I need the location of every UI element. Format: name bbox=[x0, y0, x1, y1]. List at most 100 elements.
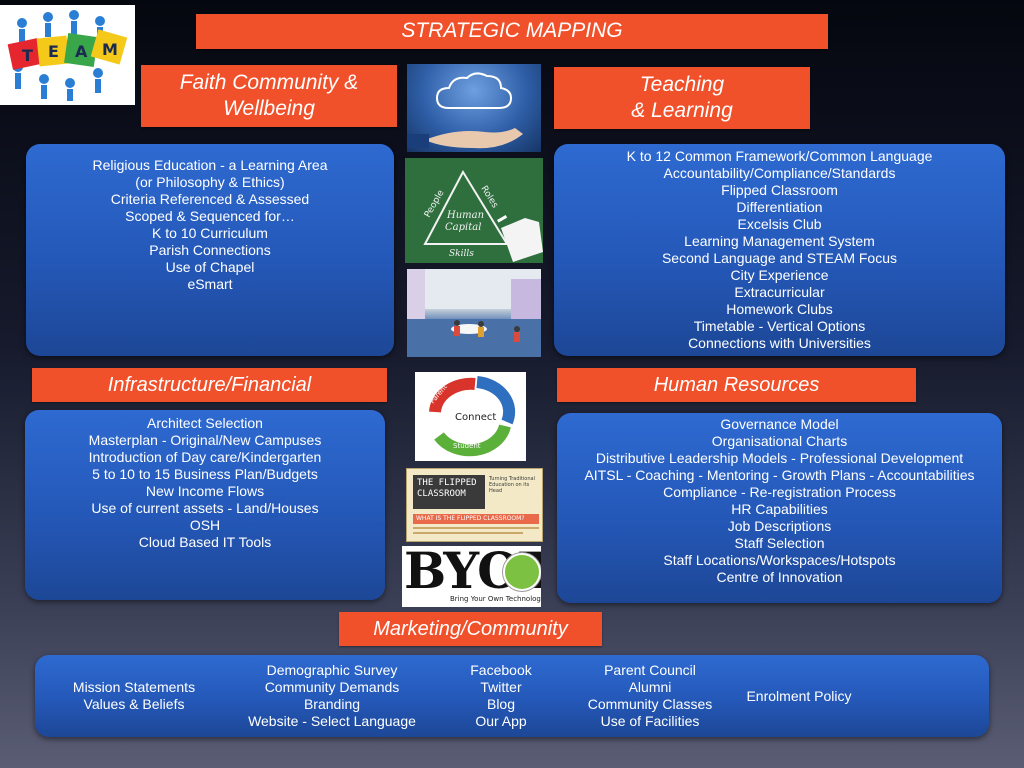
connect-cycle-image: Connect Teacher Student Parent bbox=[415, 372, 526, 461]
marketing-item: Branding bbox=[303, 696, 361, 712]
faith-banner: Faith Community & Wellbeing bbox=[141, 65, 397, 127]
flipped-side-text: Turning Traditional Education on its Hea… bbox=[489, 476, 535, 494]
teaching-title-line: Teaching bbox=[639, 72, 725, 96]
chalk-word-human: Human bbox=[446, 210, 484, 221]
team-puzzle-icon: T E A M bbox=[7, 10, 128, 101]
marketing-item: Community Classes bbox=[587, 696, 713, 712]
teaching-title-line: & Learning bbox=[631, 99, 733, 122]
team-letter-m: M bbox=[102, 40, 118, 59]
teaching-item: Second Language and STEAM Focus bbox=[661, 250, 898, 266]
infrastructure-item: Introduction of Day care/Kindergarten bbox=[88, 448, 322, 465]
flipped-title: THE FLIPPED CLASSROOM bbox=[413, 475, 485, 509]
classroom-icon bbox=[407, 269, 541, 357]
hr-title: Human Resources bbox=[653, 373, 820, 396]
faith-box: Religious Education - a Learning Area (o… bbox=[26, 144, 394, 356]
byot-tagline: Bring Your Own Technology bbox=[450, 595, 541, 603]
flipped-subtitle: WHAT IS THE FLIPPED CLASSROOM? bbox=[413, 514, 539, 524]
marketing-item: Demographic Survey bbox=[266, 662, 398, 678]
faith-item: Parish Connections bbox=[149, 242, 271, 258]
chalk-word-skills: Skills bbox=[449, 249, 474, 259]
marketing-title: Marketing/Community bbox=[373, 617, 568, 640]
infrastructure-box: Architect Selection Masterplan - Origina… bbox=[25, 410, 385, 600]
teaching-item: Accountability/Compliance/Standards bbox=[663, 165, 896, 181]
marketing-item: Facebook bbox=[470, 662, 532, 678]
marketing-column-enrolment: Enrolment Policy bbox=[735, 655, 863, 737]
marketing-box: Mission Statements Values & Beliefs Demo… bbox=[35, 655, 989, 737]
classroom-photo bbox=[407, 269, 541, 357]
hr-box: Governance Model Organisational Charts D… bbox=[557, 413, 1002, 603]
flipped-classroom-image: THE FLIPPED CLASSROOM Turning Traditiona… bbox=[406, 468, 543, 542]
faith-item: Criteria Referenced & Assessed bbox=[110, 191, 310, 207]
marketing-column-mission: Mission Statements Values & Beliefs bbox=[65, 655, 203, 737]
teaching-item: City Experience bbox=[730, 267, 829, 283]
teaching-item: Differentiation bbox=[736, 199, 823, 215]
marketing-item: Use of Facilities bbox=[600, 713, 700, 729]
marketing-item: Twitter bbox=[480, 679, 522, 695]
connect-word-student: Student bbox=[453, 442, 481, 450]
cloud-in-hand-image bbox=[407, 64, 541, 152]
faith-title-line: Faith Community & bbox=[179, 70, 359, 94]
marketing-item: Values & Beliefs bbox=[83, 696, 185, 712]
teaching-banner: Teaching & Learning bbox=[554, 67, 810, 129]
byot-logo: BYOT Bring Your Own Technology bbox=[402, 546, 541, 607]
marketing-item: Alumni bbox=[628, 679, 672, 695]
faith-item: Religious Education - a Learning Area bbox=[92, 157, 328, 173]
faith-item: Scoped & Sequenced for… bbox=[125, 208, 295, 224]
cloud-icon bbox=[407, 72, 523, 149]
flipped-title-line: THE FLIPPED bbox=[417, 478, 477, 488]
infrastructure-title: Infrastructure/Financial bbox=[107, 373, 312, 396]
faith-item: Use of Chapel bbox=[165, 259, 255, 275]
teaching-item: Learning Management System bbox=[684, 233, 875, 249]
marketing-item: Blog bbox=[486, 696, 516, 712]
team-letter-e: E bbox=[48, 42, 59, 61]
teaching-item: Flipped Classroom bbox=[721, 182, 838, 198]
marketing-item: Enrolment Policy bbox=[746, 687, 852, 704]
hr-item: Governance Model bbox=[720, 416, 839, 432]
infrastructure-banner: Infrastructure/Financial bbox=[32, 368, 387, 402]
marketing-item: Community Demands bbox=[264, 679, 400, 695]
infrastructure-item: Use of current assets - Land/Houses bbox=[91, 499, 319, 516]
teaching-item: Homework Clubs bbox=[726, 301, 833, 317]
infrastructure-item: OSH bbox=[189, 516, 221, 533]
page-title-text: STRATEGIC MAPPING bbox=[401, 19, 623, 43]
hr-item: Organisational Charts bbox=[711, 433, 848, 449]
teaching-item: Excelsis Club bbox=[737, 216, 822, 232]
marketing-item: Mission Statements bbox=[72, 679, 196, 695]
team-letter-a: A bbox=[75, 42, 88, 61]
teaching-item: Timetable - Vertical Options bbox=[693, 318, 866, 334]
teaching-item: Extracurricular bbox=[734, 284, 825, 300]
marketing-item: Parent Council bbox=[604, 662, 696, 678]
human-capital-chalkboard-image: People Roles Human Capital Skills bbox=[405, 158, 543, 263]
hr-item: Distributive Leadership Models - Profess… bbox=[595, 450, 964, 466]
infrastructure-item: Cloud Based IT Tools bbox=[138, 533, 272, 550]
hr-item: AITSL - Coaching - Mentoring - Growth Pl… bbox=[584, 467, 975, 483]
infrastructure-item: Masterplan - Original/New Campuses bbox=[88, 431, 322, 448]
teaching-item: K to 12 Common Framework/Common Language bbox=[626, 148, 933, 164]
team-logo: T E A M bbox=[0, 5, 135, 105]
connect-word-center: Connect bbox=[455, 412, 496, 423]
marketing-column-parents: Parent Council Alumni Community Classes … bbox=[578, 655, 722, 737]
faith-item: eSmart bbox=[187, 276, 233, 292]
hr-item: Centre of Innovation bbox=[716, 569, 843, 585]
team-letter-t: T bbox=[22, 46, 33, 65]
hr-item: Job Descriptions bbox=[727, 518, 832, 534]
marketing-item: Website - Select Language bbox=[248, 713, 416, 729]
hr-item: Staff Selection bbox=[734, 535, 825, 551]
infrastructure-item: Architect Selection bbox=[147, 414, 263, 431]
faith-item: K to 10 Curriculum bbox=[152, 225, 268, 241]
chalk-word-capital: Capital bbox=[445, 222, 481, 233]
marketing-banner: Marketing/Community bbox=[339, 612, 602, 646]
byot-globe-icon bbox=[503, 553, 541, 591]
marketing-column-community: Demographic Survey Community Demands Bra… bbox=[240, 655, 424, 737]
flipped-title-line: CLASSROOM bbox=[417, 489, 466, 499]
faith-title-line: Wellbeing bbox=[223, 97, 315, 120]
teaching-item: Connections with Universities bbox=[688, 335, 871, 351]
hr-item: Compliance - Re-registration Process bbox=[663, 484, 896, 500]
infrastructure-item: 5 to 10 to 15 Business Plan/Budgets bbox=[92, 465, 318, 482]
teaching-box: K to 12 Common Framework/Common Language… bbox=[554, 144, 1005, 356]
faith-item: (or Philosophy & Ethics) bbox=[135, 174, 285, 190]
hr-item: Staff Locations/Workspaces/Hotspots bbox=[663, 552, 896, 568]
connect-cycle-icon: Connect Teacher Student Parent bbox=[428, 376, 516, 457]
marketing-item: Our App bbox=[475, 713, 527, 729]
infrastructure-item: New Income Flows bbox=[145, 482, 265, 499]
